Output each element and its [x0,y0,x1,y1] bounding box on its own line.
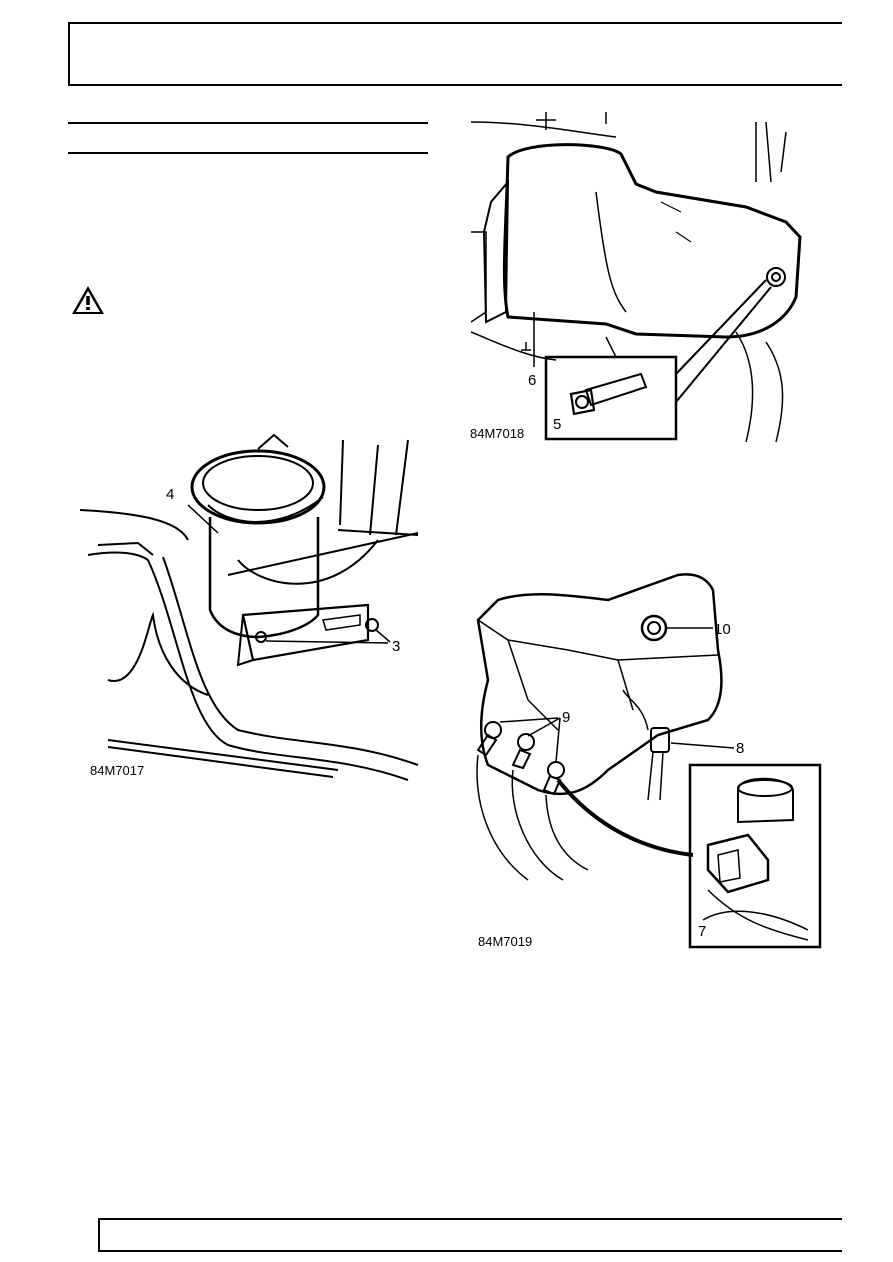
warning-triangle-icon [72,286,104,314]
section-rule-bottom [68,152,428,154]
figure-reservoir-connectors: 10 9 8 7 84M7019 [476,573,822,949]
figure-reservoir-bolt: 6 5 84M7018 [470,112,802,443]
fig1-code: 84M7017 [90,763,144,778]
page-footer-box [98,1218,842,1252]
page-header-box [68,22,842,86]
figure-reservoir-mounting: 4 3 84M7017 [79,433,419,781]
fig3-callout-8: 8 [736,740,744,757]
fig2-callout-5: 5 [553,416,561,433]
fig2-callout-6: 6 [528,372,536,389]
section-rule-top [68,122,428,124]
fig1-callout-4: 4 [166,486,174,503]
fig3-callout-7: 7 [698,923,706,940]
fig2-code: 84M7018 [470,426,524,441]
fig1-callout-3: 3 [392,638,400,655]
fig3-code: 84M7019 [478,934,532,949]
fig3-callout-9: 9 [562,709,570,726]
fig3-callout-10: 10 [714,621,731,638]
